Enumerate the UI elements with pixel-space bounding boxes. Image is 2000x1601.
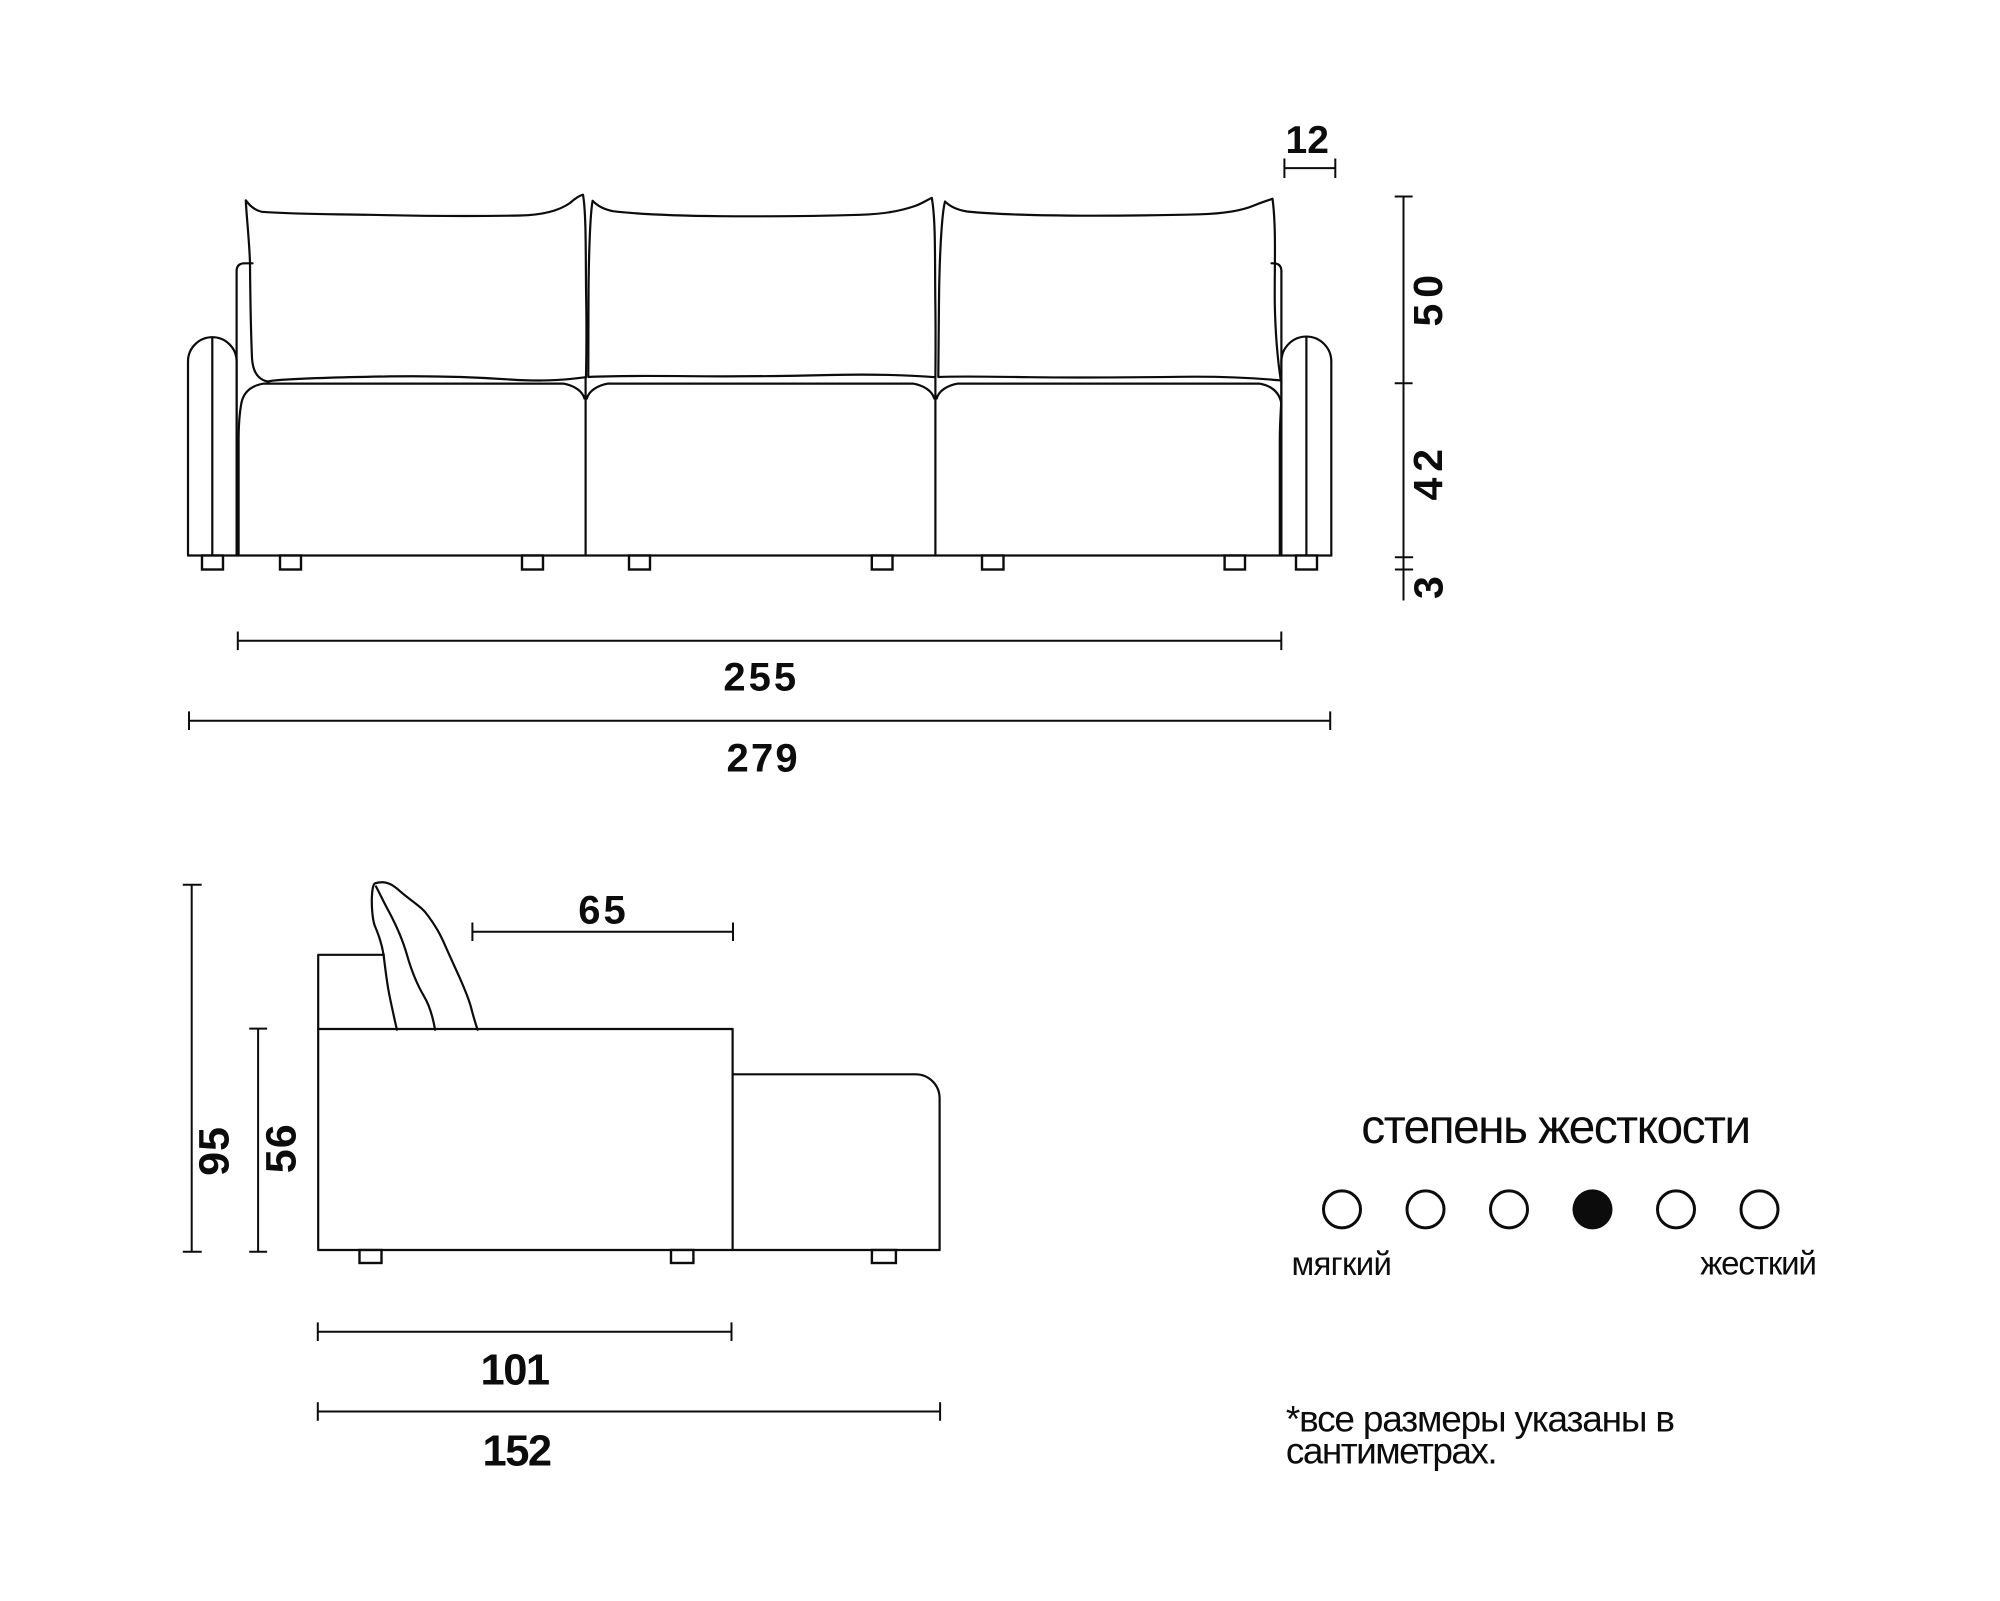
svg-text:сантиметрах.: сантиметрах. xyxy=(1286,1431,1496,1472)
svg-text:56: 56 xyxy=(258,1123,306,1173)
svg-text:жесткий: жесткий xyxy=(1700,1245,1816,1282)
svg-text:степень жесткости: степень жесткости xyxy=(1361,1101,1749,1154)
svg-text:3: 3 xyxy=(1406,576,1452,599)
svg-text:152: 152 xyxy=(483,1428,551,1476)
svg-text:65: 65 xyxy=(578,889,629,933)
svg-text:42: 42 xyxy=(1405,443,1451,501)
svg-text:12: 12 xyxy=(1286,119,1329,162)
svg-text:255: 255 xyxy=(723,655,799,699)
svg-text:*все размеры указаны в: *все размеры указаны в xyxy=(1286,1399,1674,1440)
svg-text:50: 50 xyxy=(1405,269,1451,327)
svg-text:мягкий: мягкий xyxy=(1292,1245,1392,1282)
svg-text:279: 279 xyxy=(727,736,800,780)
svg-text:95: 95 xyxy=(191,1126,239,1176)
svg-text:101: 101 xyxy=(481,1347,549,1395)
